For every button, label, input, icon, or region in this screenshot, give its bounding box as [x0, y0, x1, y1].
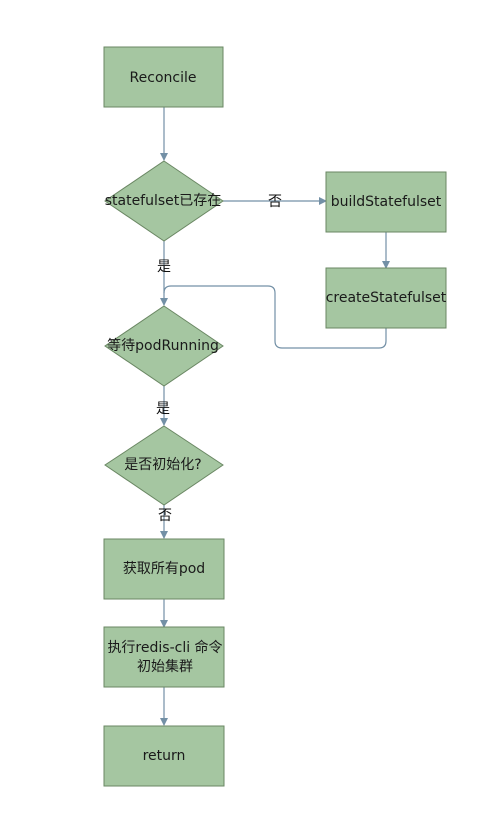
edge-create-to-wait	[163, 285, 387, 349]
node-get-all-pods-label: 获取所有pod	[123, 561, 205, 577]
node-build-statefulset	[325, 171, 447, 233]
node-statefulset-exists-label: statefulset已存在	[105, 193, 222, 209]
node-exec-redis-cli	[103, 626, 225, 688]
node-wait-pod-running-label: 等待podRunning	[107, 337, 219, 354]
node-create-statefulset-label: createStatefulset	[326, 290, 447, 306]
edge-label-initialized-no: 否	[158, 508, 172, 524]
edge-label-exists-yes: 是	[157, 259, 171, 275]
node-reconcile	[103, 46, 224, 108]
node-return	[103, 725, 225, 787]
node-return-label: return	[143, 748, 186, 764]
node-reconcile-label: Reconcile	[130, 70, 197, 86]
node-is-initialized	[104, 425, 224, 506]
node-wait-pod-running	[104, 305, 224, 387]
node-is-initialized-label: 是否初始化?	[124, 456, 201, 473]
node-exec-redis-cli-label-line1: 执行redis-cli 命令	[107, 639, 222, 656]
node-build-statefulset-label: buildStatefulset	[331, 194, 442, 210]
node-exec-redis-cli-label-line2: 初始集群	[137, 658, 193, 675]
node-statefulset-exists	[104, 160, 224, 242]
node-get-all-pods	[103, 538, 225, 600]
edge-label-exists-no: 否	[268, 194, 282, 210]
node-create-statefulset	[325, 267, 447, 329]
edge-label-running-yes: 是	[156, 401, 170, 417]
